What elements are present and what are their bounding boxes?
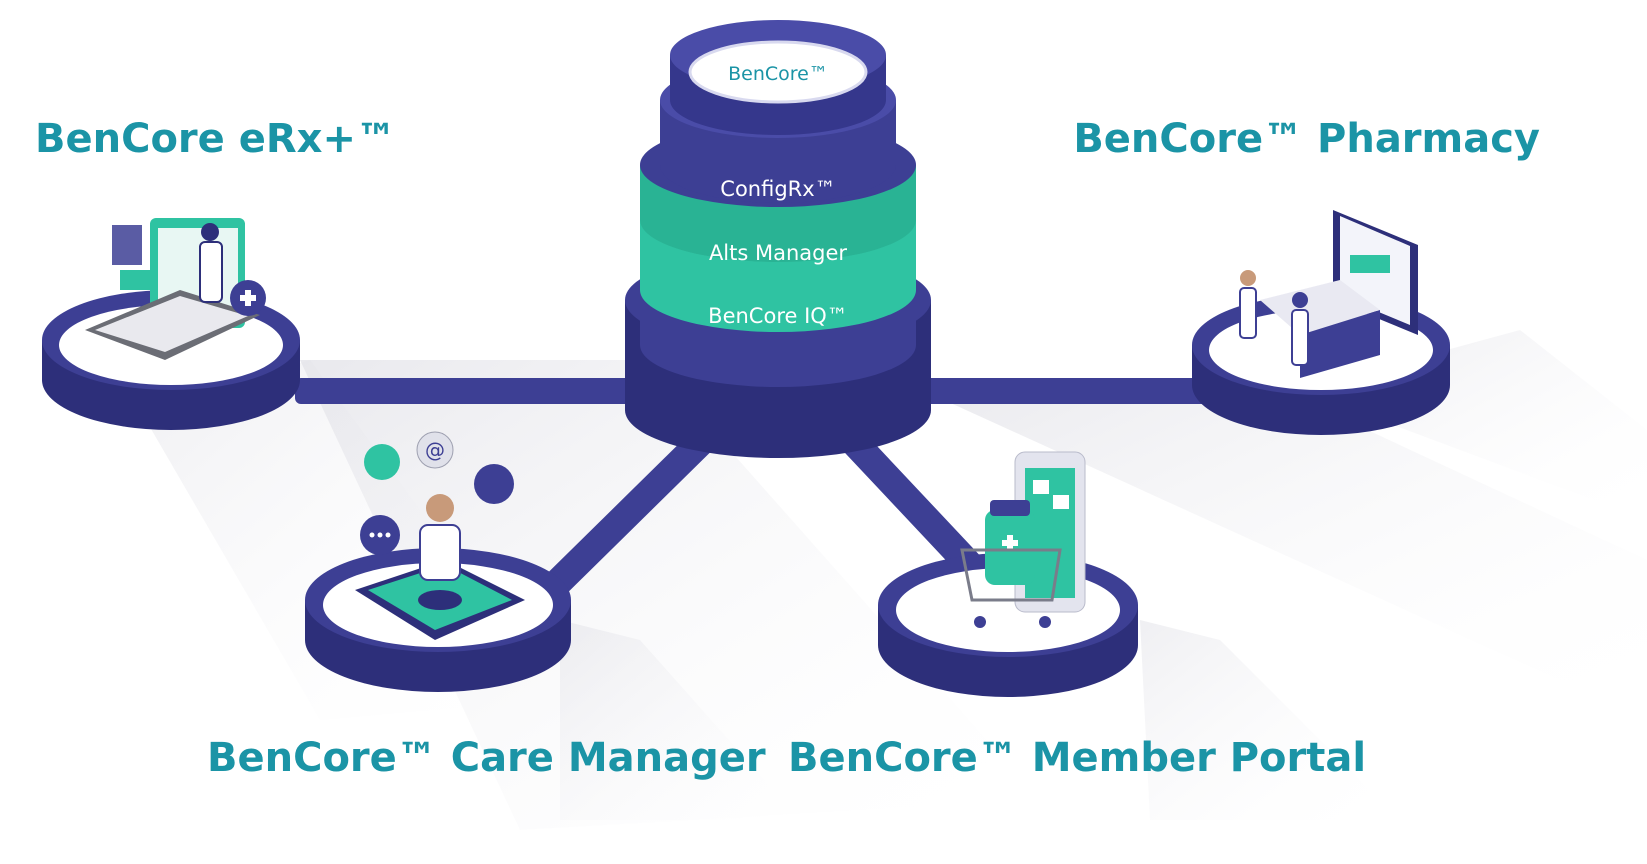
erx-illustration xyxy=(85,218,266,360)
hub-layer-configrx: ConfigRx™ xyxy=(720,177,835,201)
pharmacy-illustration xyxy=(1239,210,1418,378)
label-bencore-pharmacy: BenCore™ Pharmacy xyxy=(1073,116,1540,162)
member-portal-illustration xyxy=(960,451,1086,628)
svg-text:@: @ xyxy=(425,438,445,462)
label-bencore-erx: BenCore eRx+™ xyxy=(35,116,396,162)
hub-top-label: BenCore™ xyxy=(728,63,828,85)
label-bencore-care-manager: BenCore™ Care Manager xyxy=(207,735,766,781)
label-bencore-member-portal: BenCore™ Member Portal xyxy=(788,735,1366,781)
hub-layer-bencore-iq: BenCore IQ™ xyxy=(708,304,848,328)
hub-layer-alts-manager: Alts Manager xyxy=(709,241,847,265)
care-manager-illustration: @ xyxy=(355,431,525,640)
central-hub-stack xyxy=(625,20,931,458)
